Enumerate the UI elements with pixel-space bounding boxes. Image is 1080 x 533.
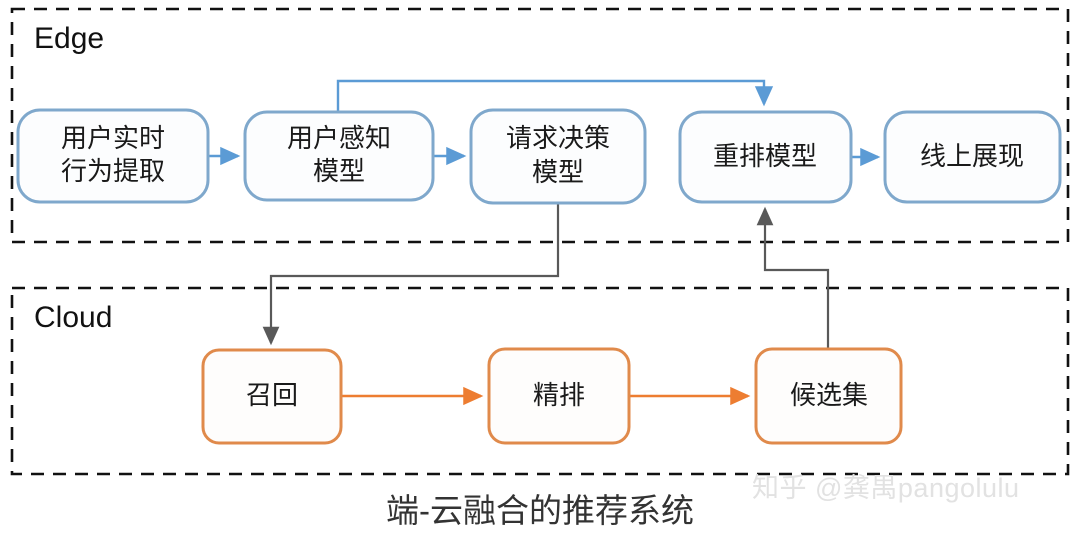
edge-node-3-label-line2: 模型 bbox=[532, 157, 584, 187]
cloud-node-2-box[interactable] bbox=[487, 347, 631, 445]
edge-node-2-label-line2: 模型 bbox=[313, 156, 365, 186]
edge-node-user-realtime-behavior[interactable]: 用户实时 行为提取 bbox=[16, 108, 210, 204]
cloud-node-3-box[interactable] bbox=[754, 347, 903, 445]
edge-node-4-label-line1: 重排模型 bbox=[713, 141, 817, 171]
connector-candidate-to-rerank bbox=[756, 206, 830, 348]
zone-edge-label: Edge bbox=[34, 22, 104, 55]
cloud-node-1-label-line1: 召回 bbox=[246, 380, 298, 410]
edge-node-2-label-line1: 用户感知 bbox=[287, 123, 391, 153]
edge-node-request-decision-model[interactable]: 请求决策 模型 bbox=[469, 108, 647, 205]
edge-node-3-box[interactable] bbox=[469, 108, 647, 205]
connector-candidate-to-rerank-path bbox=[756, 206, 830, 348]
edge-node-4-box[interactable] bbox=[678, 110, 853, 204]
connector-perception-to-rerank-path bbox=[336, 79, 774, 112]
zone-cloud-label: Cloud bbox=[34, 301, 112, 334]
edge-node-5-box[interactable] bbox=[883, 110, 1062, 204]
connector-decision-to-recall bbox=[262, 203, 560, 346]
zone-edge-border bbox=[10, 7, 1070, 244]
cloud-node-3-label-line1: 候选集 bbox=[790, 380, 868, 410]
edge-node-user-perception-model[interactable]: 用户感知 模型 bbox=[243, 110, 435, 202]
cloud-node-1-box[interactable] bbox=[201, 348, 343, 445]
edge-node-2-box[interactable] bbox=[243, 110, 435, 202]
edge-node-1-label-line2: 行为提取 bbox=[61, 156, 165, 186]
connector-perception-to-rerank bbox=[336, 79, 774, 112]
zhihu-watermark: 知乎 @龚禺pangolulu bbox=[752, 473, 1020, 503]
cloud-node-recall[interactable]: 召回 bbox=[201, 348, 343, 445]
edge-node-1-label-line1: 用户实时 bbox=[61, 123, 165, 153]
connector-decision-to-recall-path bbox=[262, 203, 560, 346]
edge-node-5-label-line1: 线上展现 bbox=[920, 141, 1024, 171]
edge-node-online-display[interactable]: 线上展现 bbox=[883, 110, 1062, 204]
cloud-node-candidate-set[interactable]: 候选集 bbox=[754, 347, 903, 445]
edge-node-rerank-model[interactable]: 重排模型 bbox=[678, 110, 853, 204]
cloud-node-2-label-line1: 精排 bbox=[533, 380, 585, 410]
edge-node-1-box[interactable] bbox=[16, 108, 210, 204]
zone-cloud-border bbox=[10, 286, 1070, 476]
diagram-caption: 端-云融合的推荐系统 bbox=[386, 492, 694, 529]
edge-node-3-label-line1: 请求决策 bbox=[506, 123, 610, 153]
cloud-node-fine-ranking[interactable]: 精排 bbox=[487, 347, 631, 445]
zone-cloud: Cloud bbox=[10, 286, 1070, 476]
zone-edge: Edge bbox=[10, 7, 1070, 244]
